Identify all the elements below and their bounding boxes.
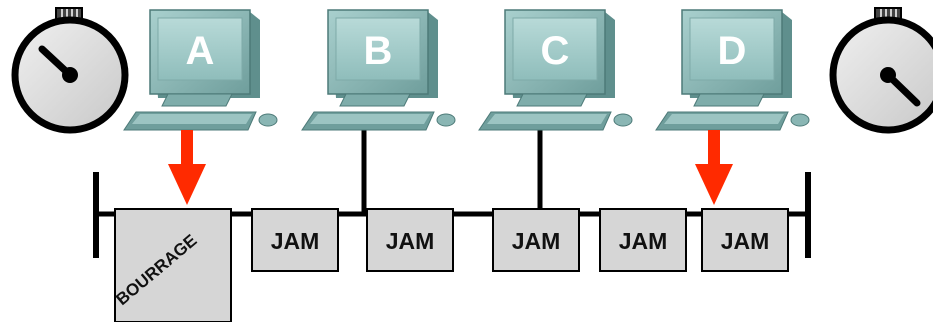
computer-icon: C (478, 9, 634, 131)
computer-icon: A (123, 9, 279, 131)
jam-block: JAM (701, 208, 789, 272)
jam-label: JAM (386, 228, 435, 254)
jam-label: JAM (271, 228, 320, 254)
jam-block: JAM (366, 208, 454, 272)
arrow-down-icon (168, 130, 206, 205)
stopwatch-icon (11, 7, 129, 134)
jam-block: JAM (599, 208, 687, 272)
jam-block: JAM (251, 208, 339, 272)
station-label: A (186, 29, 215, 73)
jam-label: JAM (721, 228, 770, 254)
jam-block: JAM (492, 208, 580, 272)
station-label: B (364, 29, 393, 73)
arrow-down-icon (695, 130, 733, 205)
station-label: D (718, 29, 747, 73)
jam-label: JAM (512, 228, 561, 254)
bourrage-block: BOURRAGE (112, 208, 232, 322)
computer-icon: D (655, 9, 811, 131)
stopwatch-icon (829, 7, 933, 134)
computer-icon: B (301, 9, 457, 131)
station-label: C (541, 29, 570, 73)
jam-label: JAM (619, 228, 668, 254)
